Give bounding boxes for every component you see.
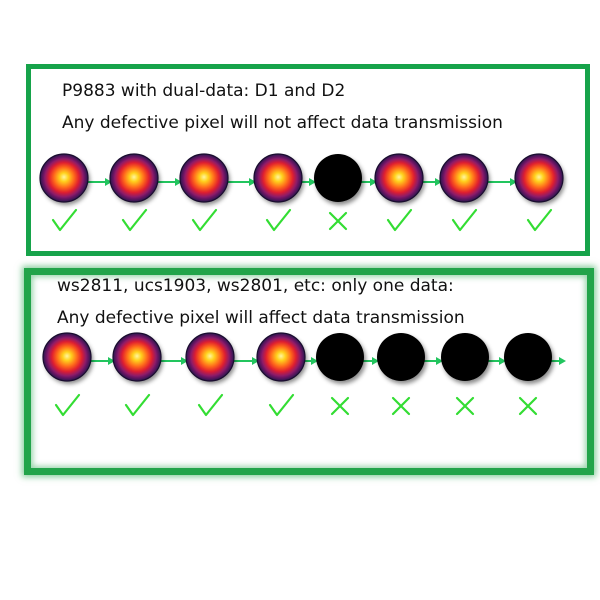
led-pixel — [110, 154, 158, 202]
data-arrow-head — [372, 357, 379, 365]
check-mark-icon — [191, 208, 218, 232]
check-mark-icon — [265, 208, 292, 232]
led-pixel-rim — [439, 153, 489, 203]
led-pixel — [440, 154, 488, 202]
led-pixel — [180, 154, 228, 202]
defective-pixel — [314, 154, 362, 202]
check-mark-icon — [386, 208, 413, 232]
single-data-panel — [24, 268, 594, 475]
check-mark-icon — [197, 393, 224, 417]
led-pixel-rim — [256, 332, 306, 382]
cross-mark-icon — [455, 396, 475, 416]
cross-mark-icon — [330, 396, 350, 416]
top-panel-subtitle: Any defective pixel will not affect data… — [62, 113, 503, 133]
check-mark-icon — [51, 208, 78, 232]
led-pixel-rim — [374, 153, 424, 203]
data-arrow-head — [309, 178, 316, 186]
cross-mark-icon — [328, 211, 348, 231]
led-pixel — [113, 333, 161, 381]
bottom-panel-subtitle: Any defective pixel will affect data tra… — [57, 308, 465, 328]
defective-pixel — [316, 333, 364, 381]
data-arrow-head — [311, 357, 318, 365]
dual-data-panel — [26, 64, 590, 256]
led-pixel — [515, 154, 563, 202]
data-arrow-head — [175, 178, 182, 186]
data-arrow-head — [510, 178, 517, 186]
led-pixel-rim — [514, 153, 564, 203]
check-mark-icon — [121, 208, 148, 232]
check-mark-icon — [54, 393, 81, 417]
data-arrow-head — [370, 178, 377, 186]
data-arrow-head — [249, 178, 256, 186]
led-pixel-rim — [42, 332, 92, 382]
check-mark-icon — [526, 208, 553, 232]
defective-pixel — [377, 333, 425, 381]
led-pixel-rim — [112, 332, 162, 382]
led-pixel-rim — [253, 153, 303, 203]
data-arrow-head — [108, 357, 115, 365]
led-pixel-rim — [39, 153, 89, 203]
defective-pixel — [504, 333, 552, 381]
data-arrow-head — [436, 357, 443, 365]
data-arrow-head — [105, 178, 112, 186]
cross-mark-icon — [391, 396, 411, 416]
data-arrow-head — [435, 178, 442, 186]
cross-mark-icon — [518, 396, 538, 416]
data-arrow-head — [181, 357, 188, 365]
led-pixel-rim — [179, 153, 229, 203]
led-pixel — [186, 333, 234, 381]
led-pixel — [43, 333, 91, 381]
led-pixel-rim — [109, 153, 159, 203]
data-arrow-head — [559, 357, 566, 365]
led-pixel-rim — [185, 332, 235, 382]
led-pixel — [40, 154, 88, 202]
check-mark-icon — [451, 208, 478, 232]
data-arrow-head — [252, 357, 259, 365]
check-mark-icon — [268, 393, 295, 417]
defective-pixel — [441, 333, 489, 381]
top-panel-title: P9883 with dual-data: D1 and D2 — [62, 81, 346, 101]
bottom-panel-title: ws2811, ucs1903, ws2801, etc: only one d… — [57, 276, 454, 296]
led-pixel — [257, 333, 305, 381]
data-arrow-head — [499, 357, 506, 365]
led-pixel — [254, 154, 302, 202]
led-pixel — [375, 154, 423, 202]
check-mark-icon — [124, 393, 151, 417]
